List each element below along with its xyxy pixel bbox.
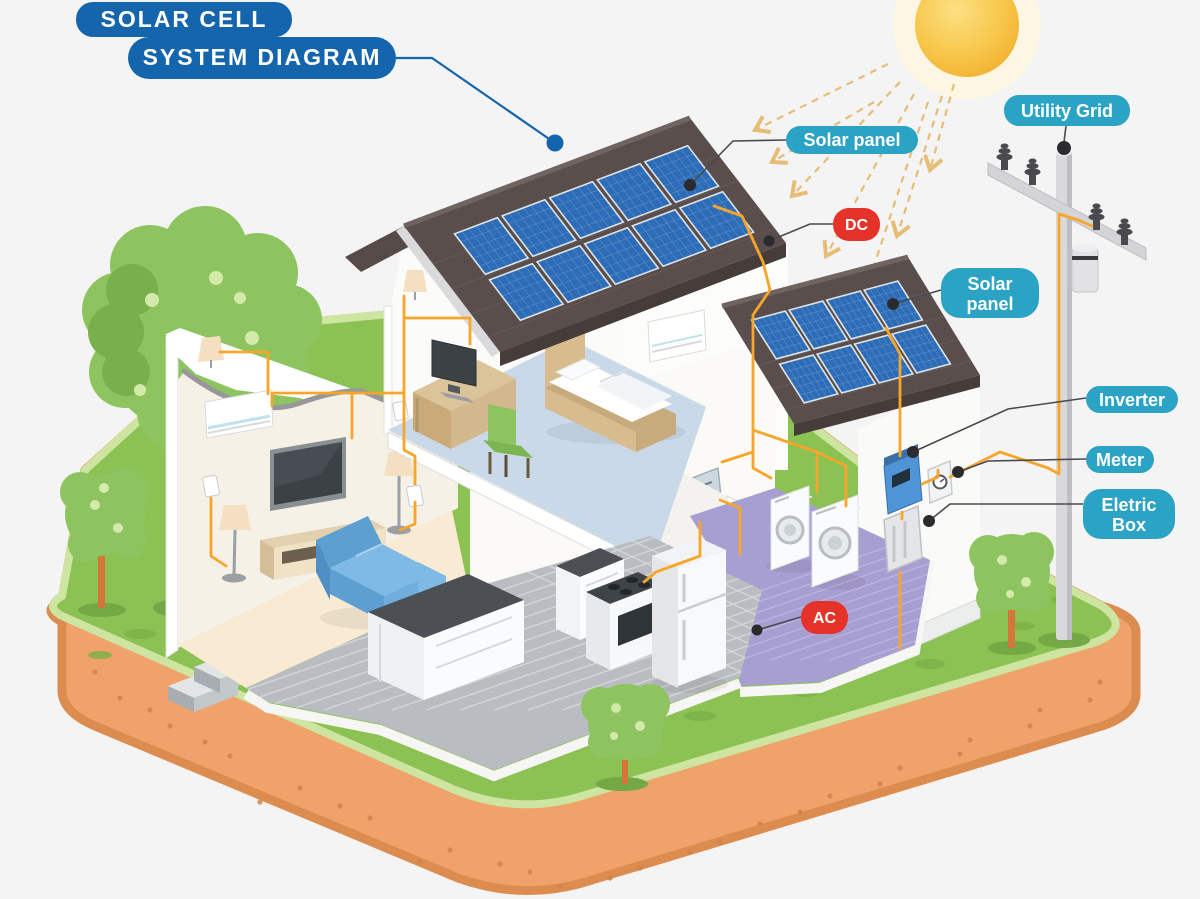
desk [413, 360, 516, 449]
solar-panel [853, 334, 915, 384]
solar-panel-array-right [750, 280, 952, 404]
desktop-monitor [431, 339, 477, 403]
label-solar-panel-right: Solar panel [941, 268, 1039, 318]
label-solar-panel-top: Solar panel [786, 126, 918, 154]
floor-lamp-right [384, 452, 414, 535]
label-eletric-box: Eletric Box [1083, 489, 1175, 539]
kitchen-island-counter [368, 574, 524, 700]
tree-small-right [969, 532, 1054, 655]
solar-panel [678, 190, 755, 250]
solar-panel [750, 310, 812, 360]
sun [893, 0, 1041, 99]
label-inverter: Inverter [1086, 386, 1178, 413]
label-leaders [396, 56, 1087, 636]
dryer [810, 494, 866, 590]
power-outlet-left [202, 474, 220, 498]
power-outlet-bedroom [392, 400, 409, 422]
solar-panel [596, 162, 673, 222]
solar-panel [778, 354, 840, 404]
label-solar-panel-top-text: Solar panel [803, 130, 900, 150]
solar-panel [643, 144, 720, 204]
solar-panel [453, 216, 530, 276]
floor-lamp-left [219, 505, 251, 583]
solar-panel [535, 244, 612, 304]
solar-panel [815, 344, 877, 394]
label-utility-grid-text: Utility Grid [1021, 101, 1113, 121]
bedroom-wall-cut-edge [383, 305, 393, 435]
transformer [1071, 244, 1099, 293]
dirt-speckles [92, 669, 1103, 889]
solar-panel [548, 180, 625, 240]
wall-lamp-upper [198, 336, 224, 368]
title-anchor-dot [546, 134, 564, 152]
stove [586, 572, 662, 670]
roof-fascia [500, 243, 786, 366]
label-meter-text: Meter [1096, 450, 1144, 470]
air-conditioner-bedroom [647, 309, 707, 363]
roof-fascia [794, 375, 980, 436]
title-line1: SOLAR CELL [101, 6, 268, 32]
electric-box [883, 504, 923, 574]
sun-rays-icon [751, 63, 956, 312]
label-meter: Meter [1086, 446, 1154, 473]
label-eletric-box-line1: Eletric [1101, 495, 1156, 515]
solar-panel [500, 198, 577, 258]
label-ac: AC [801, 601, 848, 634]
left-exterior-wall [165, 330, 179, 659]
power-outlet-right [406, 484, 424, 508]
second-roof [721, 254, 980, 436]
label-ac-text: AC [813, 610, 837, 627]
title-line2: SYSTEM DIAGRAM [143, 44, 382, 70]
solar-panel-array-main [453, 144, 755, 322]
solar-panel [890, 324, 952, 374]
label-eletric-box-line2: Box [1112, 515, 1146, 535]
label-dc-text: DC [845, 217, 869, 234]
labels: Solar panel DC Utility Grid Solar panel … [786, 95, 1178, 634]
solar-panel [787, 300, 849, 350]
roof-ridge [721, 254, 909, 309]
solar-panel [488, 262, 565, 322]
electrical-wiring [209, 204, 1094, 650]
washing-machine [766, 485, 818, 573]
label-inverter-text: Inverter [1099, 390, 1165, 410]
label-dc: DC [833, 208, 880, 241]
bush-front [581, 684, 670, 791]
insulators [996, 143, 1133, 245]
electric-meter [927, 459, 953, 505]
solar-panel [825, 290, 887, 340]
main-roof [345, 115, 786, 366]
tv-living [270, 437, 346, 511]
air-conditioner-living [204, 389, 274, 439]
label-solar-panel-right-line2: panel [966, 294, 1013, 314]
roof-ridge [403, 115, 691, 229]
cutaway-curve [181, 368, 461, 434]
solar-panel [583, 226, 660, 286]
refrigerator [652, 538, 728, 693]
tree-small-left [60, 468, 149, 617]
wall-lamp-bedroom [403, 270, 427, 300]
solar-panel [631, 208, 708, 268]
label-solar-panel-right-line1: Solar [967, 274, 1012, 294]
label-utility-grid: Utility Grid [1004, 95, 1130, 126]
diagram-title: SOLAR CELL SYSTEM DIAGRAM [76, 2, 396, 79]
chair [483, 404, 533, 478]
